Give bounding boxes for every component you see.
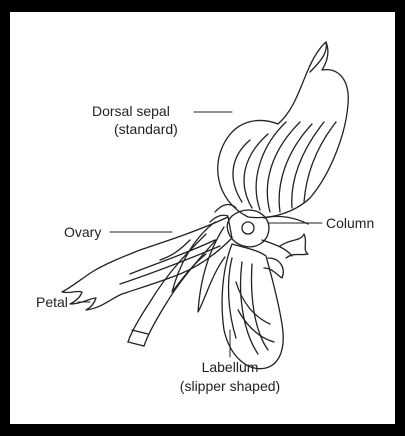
diagram-panel: Dorsal sepal (standard) Column Ovary Pet… — [10, 12, 395, 424]
label-dorsal-sepal: Dorsal sepal — [92, 103, 170, 119]
column-shape — [210, 205, 308, 256]
labellum-shape — [222, 244, 283, 369]
label-dorsal-sepal-sub: (standard) — [114, 121, 178, 137]
label-ovary: Ovary — [64, 224, 101, 240]
dorsal-sepal-shape — [218, 42, 349, 218]
label-labellum: Labellum — [180, 359, 280, 375]
label-column: Column — [326, 215, 374, 231]
leader-lines — [78, 112, 322, 357]
label-petal: Petal — [36, 294, 68, 310]
label-labellum-sub: (slipper shaped) — [140, 378, 320, 394]
